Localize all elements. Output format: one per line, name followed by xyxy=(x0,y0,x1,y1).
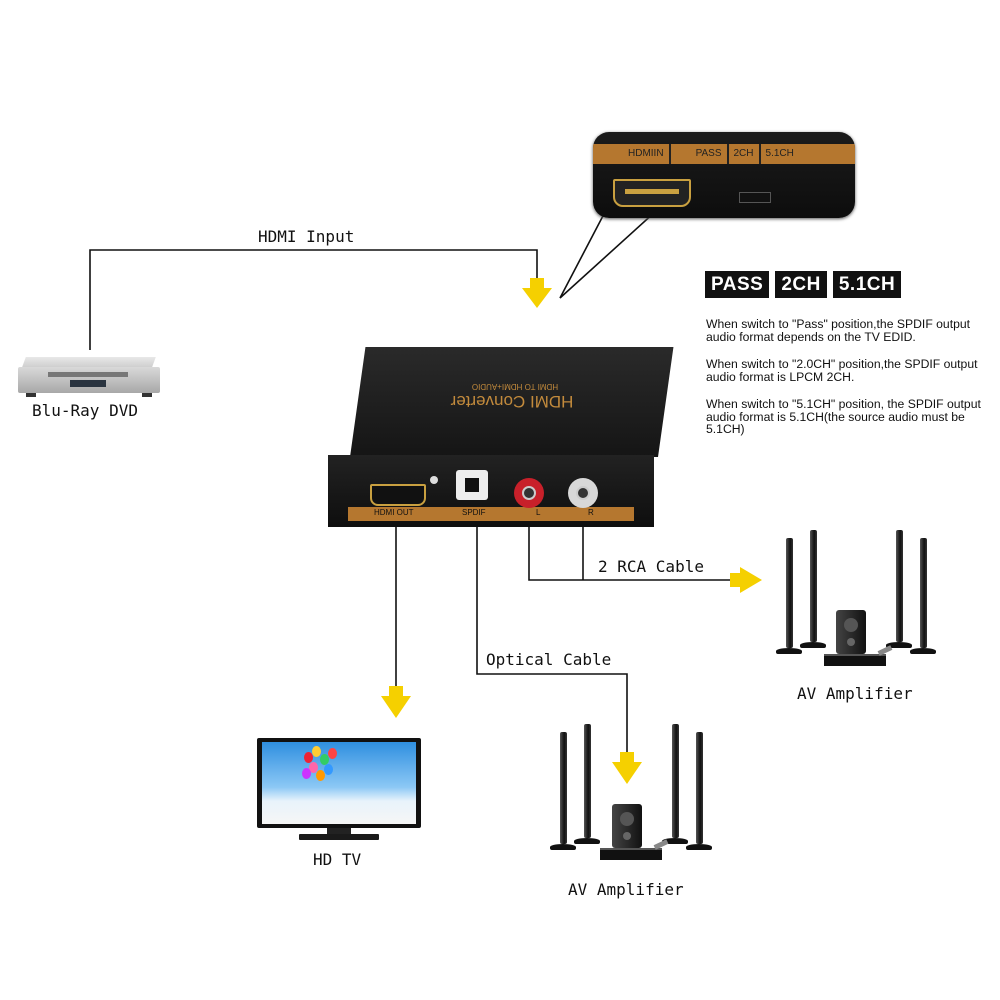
port-label-spdif: SPDIF xyxy=(462,508,486,517)
av-amplifier-right-icon xyxy=(772,530,942,666)
badge-pass: PASS xyxy=(705,271,770,298)
zoom-callout-line-1 xyxy=(559,211,606,299)
spdif-port-icon xyxy=(456,470,488,500)
badge-51ch: 5.1CH xyxy=(832,271,902,298)
arrow-right-icon-rca xyxy=(730,567,762,593)
zoom-hdmi-in-port-icon xyxy=(613,179,691,207)
hd-tv-icon xyxy=(257,738,421,842)
zoom-label-2ch: 2CH xyxy=(729,144,761,164)
switch-mode-badges: PASS 2CH 5.1CH xyxy=(705,271,902,298)
label-optical-cable: Optical Cable xyxy=(486,650,612,669)
arrow-down-icon-hdmi-out xyxy=(381,686,411,718)
blu-ray-player-icon xyxy=(18,357,160,397)
converter-front: HDMI OUT SPDIF L R xyxy=(328,455,654,527)
power-led-icon xyxy=(430,476,438,484)
label-hd-tv: HD TV xyxy=(313,850,362,869)
converter-port-strip: HDMI OUT SPDIF L R xyxy=(348,507,634,521)
label-blu-ray: Blu-Ray DVD xyxy=(32,401,138,420)
converter-subtitle: HDMI TO HDMI+AUDIO xyxy=(471,382,559,391)
label-hdmi-input: HDMI Input xyxy=(258,227,355,246)
arrow-down-icon-optical xyxy=(612,752,642,784)
arrow-icons xyxy=(381,278,762,784)
note-2ch: When switch to "2.0CH" position,the SPDI… xyxy=(706,357,978,384)
zoom-mode-switch-icon xyxy=(739,192,771,203)
zoom-label-pass: PASS xyxy=(691,144,729,164)
switch-mode-notes: When switch to "Pass" position,the SPDIF… xyxy=(706,318,996,451)
av-amplifier-bottom-icon xyxy=(548,722,718,860)
label-av-amplifier-right: AV Amplifier xyxy=(797,684,913,703)
label-rca-cable: 2 RCA Cable xyxy=(598,557,704,576)
port-label-r: R xyxy=(588,508,594,517)
note-pass: When switch to "Pass" position,the SPDIF… xyxy=(706,317,971,344)
port-label-hdmi-out: HDMI OUT xyxy=(374,508,414,517)
note-51ch: When switch to "5.1CH" position, the SPD… xyxy=(706,397,981,436)
converter-title: HDMI Converter xyxy=(450,392,574,411)
label-av-amplifier-bottom: AV Amplifier xyxy=(568,880,684,899)
zoom-panel: HDMIIN PASS 2CH 5.1CH xyxy=(593,132,855,218)
rca-wire xyxy=(528,505,730,581)
zoom-label-hdmiin: HDMIIN xyxy=(623,144,671,164)
optical-wire xyxy=(476,500,628,752)
rca-right-port-icon xyxy=(568,478,598,508)
zoom-callout-line-2 xyxy=(559,211,656,299)
badge-2ch: 2CH xyxy=(775,271,827,298)
rca-left-port-icon xyxy=(514,478,544,508)
zoom-label-51ch: 5.1CH xyxy=(765,148,794,159)
arrow-down-icon-hdmi-in xyxy=(522,278,552,308)
hdmi-out-port-icon xyxy=(370,484,426,506)
port-label-l: L xyxy=(536,508,541,517)
zoom-label-strip: HDMIIN PASS 2CH 5.1CH xyxy=(593,144,855,164)
hdmi-input-wire xyxy=(89,249,538,350)
